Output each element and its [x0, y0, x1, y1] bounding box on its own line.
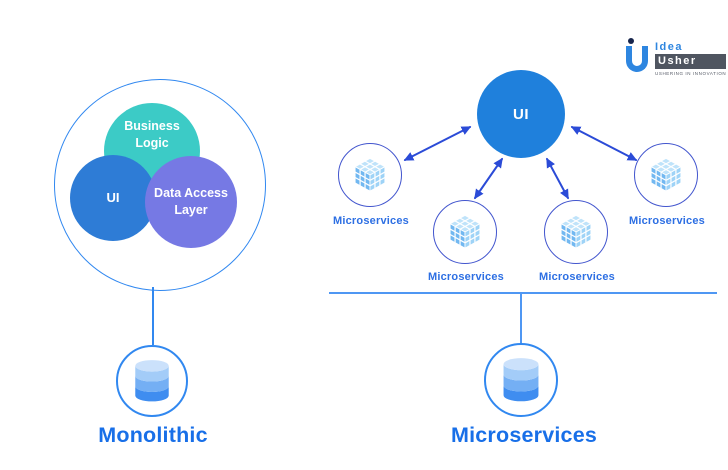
- database-icon: [503, 358, 539, 402]
- microservice-node-4: [634, 143, 698, 207]
- cubes-icon: [354, 157, 386, 192]
- logo-brand-bottom: Usher: [655, 54, 727, 69]
- logo-tagline: USHERING IN INNOVATION: [655, 70, 727, 76]
- monolithic-connector-line: [152, 287, 154, 345]
- business-logic-label-line2: Logic: [135, 135, 169, 150]
- ui-node-microservices: UI: [477, 70, 565, 158]
- microservice-label-3: Microservices: [539, 271, 615, 283]
- microservice-node-1: [338, 143, 402, 207]
- database-icon: [135, 360, 169, 402]
- microservice-label-1: Microservices: [333, 215, 409, 227]
- idea-usher-logo-icon: [626, 38, 652, 76]
- logo-u-icon: [626, 46, 648, 72]
- ui-label: UI: [106, 190, 120, 206]
- data-access-label-line2: Layer: [174, 203, 208, 217]
- microservices-horizontal-line: [329, 292, 717, 295]
- microservice-label-2: Microservices: [428, 271, 504, 283]
- microservice-node-2: [433, 200, 497, 264]
- monolithic-outer-circle: [54, 79, 266, 291]
- ui-node-label: UI: [513, 105, 529, 123]
- cubes-icon: [560, 214, 592, 249]
- monolithic-title: Monolithic: [98, 423, 208, 447]
- idea-usher-logo: Idea Usher USHERING IN INNOVATION: [626, 38, 727, 80]
- logo-text: Idea Usher USHERING IN INNOVATION: [655, 38, 727, 80]
- arrow-ui-ms4: [570, 126, 638, 161]
- cubes-icon: [449, 214, 481, 249]
- monolithic-database-node: [116, 345, 188, 417]
- logo-brand-top: Idea: [655, 41, 684, 53]
- arrow-ui-ms1: [403, 126, 472, 161]
- microservice-label-4: Microservices: [629, 215, 705, 227]
- microservices-title: Microservices: [450, 423, 598, 447]
- microservice-node-3: [544, 200, 608, 264]
- data-access-layer-circle: Data Access Layer: [145, 156, 237, 248]
- arrow-ui-ms3: [546, 157, 569, 200]
- arrow-ui-ms2: [474, 157, 503, 200]
- logo-dot-icon: [628, 38, 634, 44]
- microservices-database-node: [484, 343, 558, 417]
- business-logic-label-line1: Business: [124, 119, 180, 133]
- microservices-connector-line: [520, 294, 522, 344]
- ui-circle-monolithic: UI: [70, 155, 156, 241]
- cubes-icon: [650, 157, 682, 192]
- data-access-label-line1: Data Access: [154, 186, 228, 201]
